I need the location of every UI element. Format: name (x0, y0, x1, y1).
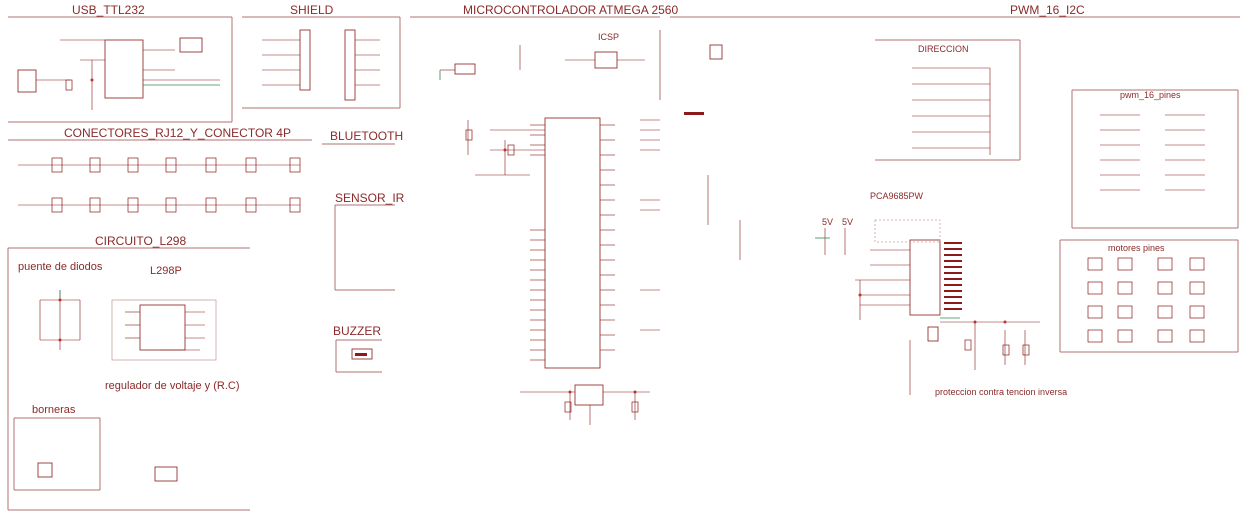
label-pca9685pw: PCA9685PW (870, 191, 924, 201)
frame-lines (7, 16, 1240, 511)
section-title-buzzer: BUZZER (333, 324, 381, 338)
section-title-bluetooth: BLUETOOTH (330, 129, 404, 143)
label-icsp: ICSP (598, 32, 620, 42)
label-motores-pines: motores pines (1108, 243, 1165, 253)
section-title-shield: SHIELD (290, 3, 334, 17)
label-5v-b: 5V (842, 217, 854, 227)
section-title-microcontrolador: MICROCONTROLADOR ATMEGA 2560 (463, 3, 679, 17)
section-title-sensor-ir: SENSOR_IR (335, 191, 405, 205)
junction-dots (58, 78, 1007, 394)
label-l298p: L298P (150, 265, 182, 277)
label-5v-a: 5V (822, 217, 834, 227)
label-regulador: regulador de voltaje y (R.C) (105, 380, 240, 392)
label-puente-de-diodos: puente de diodos (18, 261, 103, 273)
label-pwm-16-pines: pwm_16_pines (1120, 90, 1181, 100)
section-title-pwm-16-i2c: PWM_16_I2C (1010, 3, 1085, 17)
pca-pin-bars (355, 112, 962, 356)
pin-lines (18, 39, 1205, 425)
connector-symbols (51, 79, 1205, 413)
net-lines (59, 70, 960, 319)
section-title-conectores-rj12: CONECTORES_RJ12_Y_CONECTOR 4P (64, 126, 291, 140)
label-proteccion: proteccion contra tencion inversa (935, 387, 1068, 397)
section-title-usb-ttl232: USB_TTL232 (72, 3, 145, 17)
label-direccion: DIRECCION (918, 44, 969, 54)
section-title-circuito-l298: CIRCUITO_L298 (95, 234, 187, 248)
label-borneras: borneras (32, 404, 76, 416)
component-outlines (17, 29, 941, 482)
